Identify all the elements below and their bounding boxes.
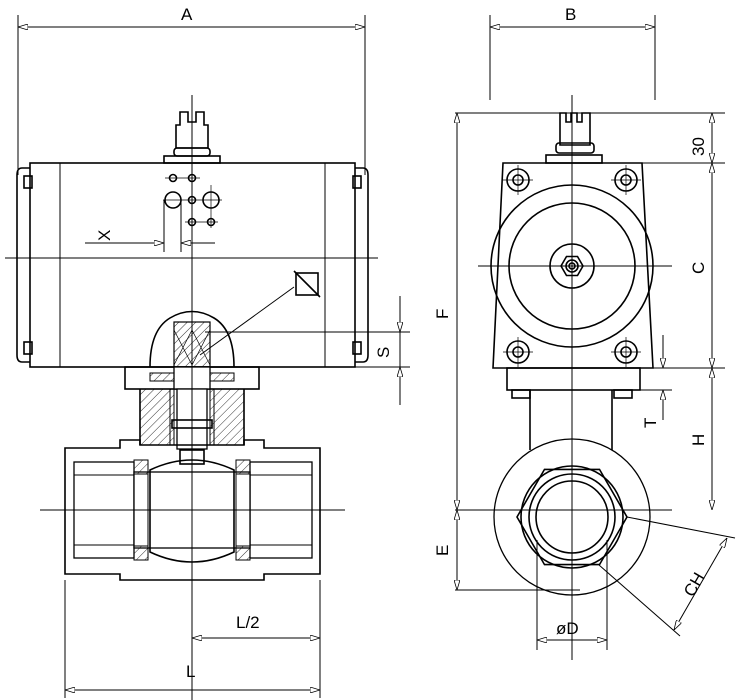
dimension-30-label: 30 bbox=[689, 137, 708, 156]
dimension-t-label: T bbox=[641, 418, 660, 428]
dimension-ch-label: CH bbox=[680, 569, 709, 600]
dimension-t: T bbox=[641, 335, 663, 428]
actuator-body bbox=[16, 162, 410, 368]
dimension-f-label: F bbox=[433, 309, 452, 319]
dimension-s-label: S bbox=[374, 347, 393, 358]
dimension-d-label: øD bbox=[556, 619, 579, 638]
dimension-c: C bbox=[689, 163, 712, 368]
dimension-b: B bbox=[489, 5, 656, 100]
dimension-30: 30 bbox=[689, 113, 712, 163]
dimension-h-label: H bbox=[689, 434, 708, 446]
corner-bolts bbox=[503, 165, 641, 367]
dimension-h: H bbox=[689, 368, 712, 510]
dimension-b-label: B bbox=[565, 5, 576, 24]
square-drive-symbol bbox=[199, 270, 321, 356]
side-top-stem bbox=[545, 112, 603, 164]
mounting-bracket bbox=[506, 367, 641, 450]
namur-hole-pattern: X bbox=[85, 173, 222, 252]
front-section-view: A bbox=[5, 5, 410, 700]
dimension-x-label: X bbox=[95, 230, 114, 241]
dimension-f: F bbox=[433, 113, 457, 510]
dimension-l-label: L bbox=[186, 662, 195, 681]
dimension-s: S bbox=[355, 296, 410, 405]
dimension-a: A bbox=[17, 5, 366, 175]
dimension-e-label: E bbox=[433, 545, 452, 556]
dimension-l: L L/2 bbox=[64, 580, 321, 698]
dimension-l-half-label: L/2 bbox=[236, 613, 260, 632]
side-view: B bbox=[433, 5, 736, 660]
dimension-e: E bbox=[433, 510, 457, 590]
dimension-d: øD bbox=[536, 540, 608, 650]
dimension-a-label: A bbox=[181, 5, 193, 24]
dimension-c-label: C bbox=[689, 262, 708, 274]
